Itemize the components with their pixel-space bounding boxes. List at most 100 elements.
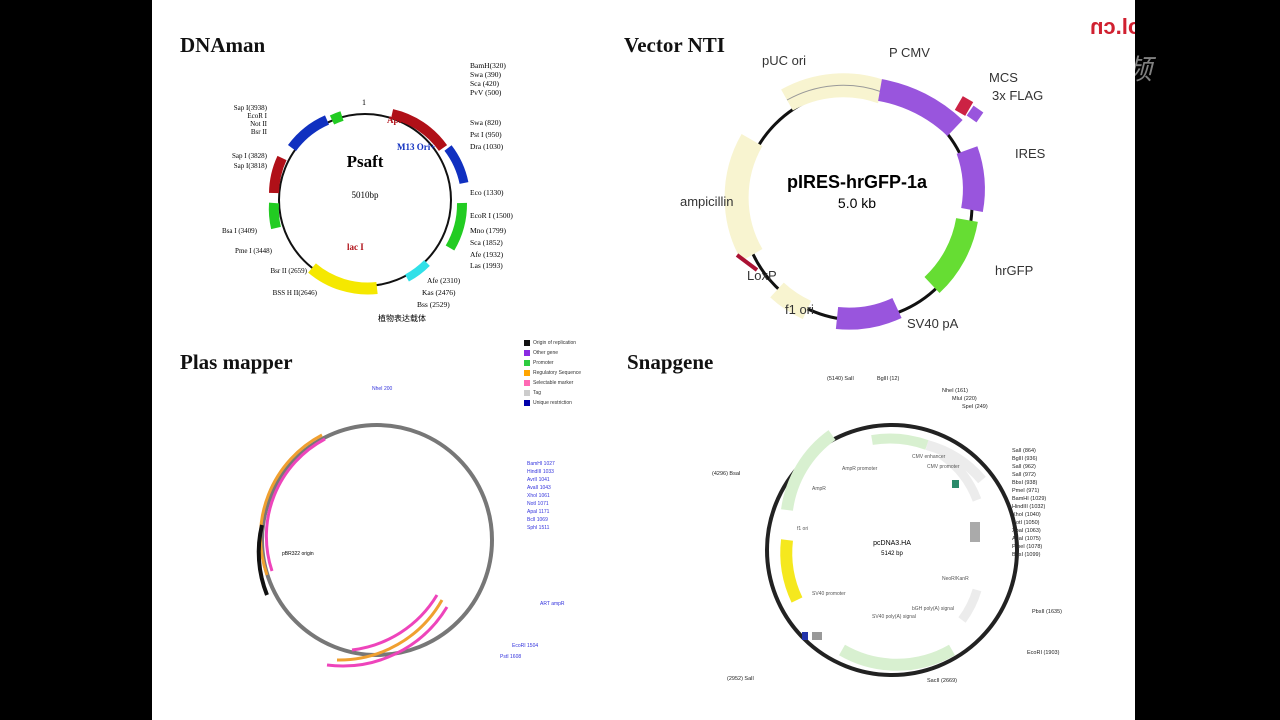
sg-feature-label: bGH poly(A) signal bbox=[912, 606, 954, 612]
dnaman-plasmid-name: Psaft bbox=[347, 152, 384, 171]
dnaman-site-label: Pme I (3448) bbox=[235, 247, 273, 255]
legend-label: Tag bbox=[533, 390, 542, 396]
sg-site-label: PbsII (1635) bbox=[1032, 609, 1062, 615]
snapgene-plasmid-name: pcDNA3.HA bbox=[873, 540, 911, 547]
slide: DNAman 1 ApR M13 Ori+ lac I Psaft 5010bp… bbox=[152, 0, 1135, 720]
sg-site-label: PmeI (971) bbox=[1012, 488, 1039, 494]
tencent-video-label: 腾讯视频 bbox=[1040, 53, 1153, 86]
sg-feature-label: SV40 promoter bbox=[812, 591, 846, 597]
sg-site-label: BglII (936) bbox=[1012, 456, 1038, 462]
tencent-video-watermark: 腾讯视频 bbox=[1040, 41, 1153, 94]
dnaman-site-label: Mno (1799) bbox=[470, 226, 507, 235]
legend-label: Origin of replication bbox=[533, 340, 577, 346]
legend-swatch bbox=[524, 350, 530, 356]
snapgene-map: pcDNA3.HA 5142 bp (5140) SalI BglII (12) N… bbox=[712, 376, 1062, 684]
dnaman-site-label: Kas (2476) bbox=[422, 288, 456, 297]
pm-site-label: EcoRI 1504 bbox=[512, 643, 538, 649]
sg-feature-label: SV40 poly(A) signal bbox=[872, 614, 916, 620]
sg-site-label: (5140) SalI bbox=[827, 376, 854, 382]
biotool-logo: biotool.cn bbox=[1090, 14, 1135, 40]
dnaman-site-label: Not II bbox=[250, 120, 268, 128]
legend-swatch bbox=[524, 340, 530, 346]
dnaman-site-label: Sap I (3828) bbox=[232, 152, 268, 160]
dnaman-site-label: PvV (500) bbox=[470, 88, 502, 97]
dnaman-site-label: Sca (1852) bbox=[470, 238, 503, 247]
dnaman-feature-apr: ApR bbox=[387, 115, 406, 125]
vector-nti-title: Vector NTI bbox=[624, 33, 725, 57]
dnaman-site-label: Afe (2310) bbox=[427, 276, 461, 285]
legend-label: Unique restriction bbox=[533, 400, 572, 406]
pm-site-label: NotI 1071 bbox=[527, 501, 549, 507]
dnaman-site-label: Bss (2529) bbox=[417, 300, 450, 309]
sg-site-label: BbsI (938) bbox=[1012, 480, 1038, 486]
sg-feature-label: CMV promoter bbox=[927, 464, 960, 470]
pm-site-label: PstI 1608 bbox=[500, 654, 521, 660]
sg-site-label: SalI (864) bbox=[1012, 448, 1036, 454]
dnaman-site-label: Bsr II (2659) bbox=[270, 267, 307, 275]
vnti-label-hrgfp: hrGFP bbox=[995, 263, 1033, 278]
legend-item: Other gene bbox=[524, 348, 614, 358]
vector-nti-plasmid-name: pIRES-hrGFP-1a bbox=[787, 172, 928, 192]
sg-feature-label: NeoR/KanR bbox=[942, 576, 969, 582]
sg-site-label: MluI (220) bbox=[952, 396, 977, 402]
snapgene-title: Snapgene bbox=[627, 350, 714, 374]
dnaman-site-label: Dra (1030) bbox=[470, 142, 504, 151]
vnti-label-loxp: LoxP bbox=[747, 268, 777, 283]
sg-site-label: SalI (972) bbox=[1012, 472, 1036, 478]
pm-ori-label: pBR322 origin bbox=[282, 551, 314, 557]
vector-nti-map: pIRES-hrGFP-1a 5.0 kb pUC ori P CMV MCS … bbox=[680, 45, 1046, 331]
vector-nti-plasmid-size: 5.0 kb bbox=[838, 195, 876, 211]
dnaman-site-label: BSS H II(2646) bbox=[273, 289, 318, 297]
pm-site-label: SphI 1511 bbox=[527, 525, 550, 531]
sg-feature-label: f1 ori bbox=[797, 526, 808, 532]
sg-site-label: EcoRI (1903) bbox=[1027, 650, 1060, 656]
dnaman-feature-ori: M13 Ori+ bbox=[397, 142, 435, 152]
legend-swatch bbox=[524, 360, 530, 366]
pm-site-label: ART ampR bbox=[540, 601, 565, 607]
sg-site-label: HindIII (1032) bbox=[1012, 504, 1045, 510]
sg-site-label: SalI (962) bbox=[1012, 464, 1036, 470]
dnaman-site-label: Bsa I (3409) bbox=[222, 227, 258, 235]
legend-label: Promoter bbox=[533, 360, 554, 366]
dnaman-site-label: Swa (820) bbox=[470, 118, 502, 127]
sg-site-label: XhoI (1040) bbox=[1012, 512, 1041, 518]
pm-site-label: NheI 200 bbox=[372, 386, 393, 392]
dnaman-site-label: Pst I (950) bbox=[470, 130, 502, 139]
pm-site-label: HindIII 1033 bbox=[527, 469, 554, 475]
svg-text:1: 1 bbox=[362, 98, 366, 107]
vnti-label-pcmv: P CMV bbox=[889, 45, 930, 60]
sg-site-label: XbaI (1063) bbox=[1012, 528, 1041, 534]
dnaman-site-label: BamH(320) bbox=[470, 61, 506, 70]
sg-site-label: BbsI (1099) bbox=[1012, 552, 1041, 558]
pm-site-label: BclI 1069 bbox=[527, 517, 548, 523]
sg-feature-label: AmpR promoter bbox=[842, 466, 878, 472]
snapgene-plasmid-size: 5142 bp bbox=[881, 551, 903, 557]
sg-feature-label: AmpR bbox=[812, 486, 826, 492]
vnti-label-flag: 3x FLAG bbox=[992, 88, 1043, 103]
dnaman-site-label: Sap I(3938) bbox=[234, 104, 268, 112]
legend-item: Selectable marker bbox=[524, 378, 614, 388]
dnaman-site-label: Afe (1932) bbox=[470, 250, 504, 259]
sg-site-label: ApaI (1075) bbox=[1012, 536, 1041, 542]
sg-site-label: (2952) SalI bbox=[727, 676, 754, 682]
vnti-label-ampicillin: ampicillin bbox=[680, 194, 733, 209]
sg-site-label: NotI (1050) bbox=[1012, 520, 1040, 526]
legend-item: Tag bbox=[524, 388, 614, 398]
dnaman-plasmid-size: 5010bp bbox=[352, 190, 380, 200]
vnti-label-sv40pa: SV40 pA bbox=[907, 316, 959, 331]
legend-label: Other gene bbox=[533, 350, 559, 356]
dnaman-site-label: Sap I(3818) bbox=[234, 162, 268, 170]
pm-site-label: ApaI 1171 bbox=[527, 509, 550, 515]
legend-label: Regulatory Sequence bbox=[533, 370, 582, 376]
pm-site-label: AvaII 1043 bbox=[527, 485, 551, 491]
sg-site-label: BglII (12) bbox=[877, 376, 899, 382]
vnti-label-mcs: MCS bbox=[989, 70, 1018, 85]
sg-site-label: (4296) BsaI bbox=[712, 471, 741, 477]
dnaman-site-label: EcoR I bbox=[247, 112, 267, 120]
sg-site-label: NheI (161) bbox=[942, 388, 968, 394]
dnaman-map: 1 ApR M13 Ori+ lac I Psaft 5010bp BamH(3… bbox=[222, 61, 513, 323]
legend-swatch bbox=[524, 370, 530, 376]
dnaman-site-label: Sca (420) bbox=[470, 79, 499, 88]
